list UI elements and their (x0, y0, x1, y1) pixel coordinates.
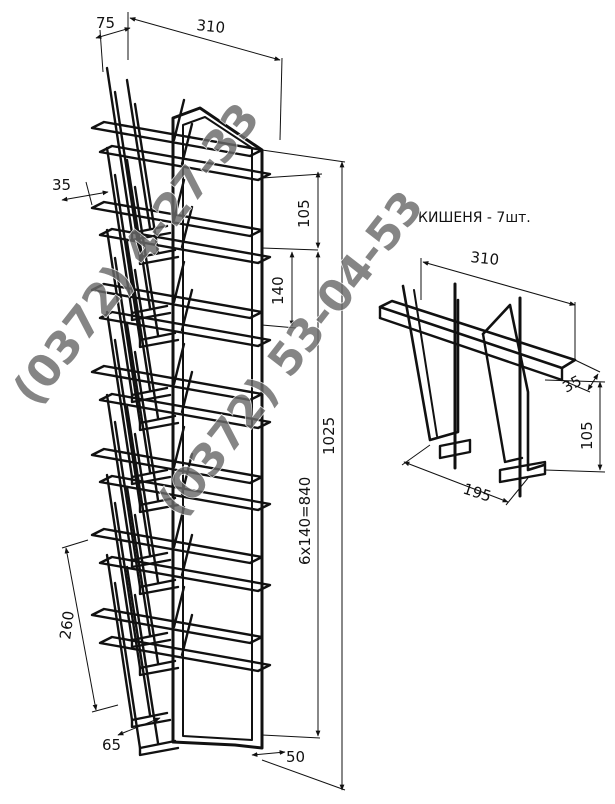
dim-pocket-depth: 35 (52, 176, 71, 194)
watermarks: (0372) 4-27-33 (0372) 53-04-53 (3, 93, 435, 528)
dim-width-top: 310 (196, 16, 226, 37)
dim-pocket-height: 260 (56, 610, 78, 641)
dim-pitch-2: 140 (269, 276, 287, 305)
right-pocket (98, 420, 272, 596)
rack-drawing (90, 66, 272, 757)
dim-bottom-offset: 50 (286, 748, 305, 766)
dim-depth-top: 75 (96, 14, 115, 32)
detail-inner-width: 195 (461, 480, 494, 506)
rack-pockets-right (98, 90, 272, 757)
right-pocket (98, 256, 272, 432)
right-pocket (98, 338, 272, 514)
right-pocket (98, 173, 272, 349)
detail-width: 310 (470, 248, 500, 269)
rack-dimension-labels: 75 310 35 105 140 6x140=840 1025 260 65 … (52, 14, 338, 766)
right-pocket (98, 501, 272, 677)
dim-pitch-1: 105 (295, 199, 313, 228)
left-pocket (90, 553, 264, 729)
detail-height: 105 (578, 421, 596, 450)
pocket-detail-dimensions (401, 258, 606, 506)
dim-bottom-depth: 65 (102, 736, 121, 754)
pocket-caption: КИШЕНЯ - 7шт. (418, 210, 531, 226)
detail-depth: 35 (559, 372, 584, 397)
right-pocket (98, 90, 272, 266)
right-pocket (98, 581, 272, 757)
dim-overall-height: 1025 (320, 417, 338, 455)
watermark-phone-2: (0372) 53-04-53 (148, 182, 433, 527)
dim-pitch-total: 6x140=840 (296, 477, 314, 565)
rack-dimensions (61, 12, 346, 791)
